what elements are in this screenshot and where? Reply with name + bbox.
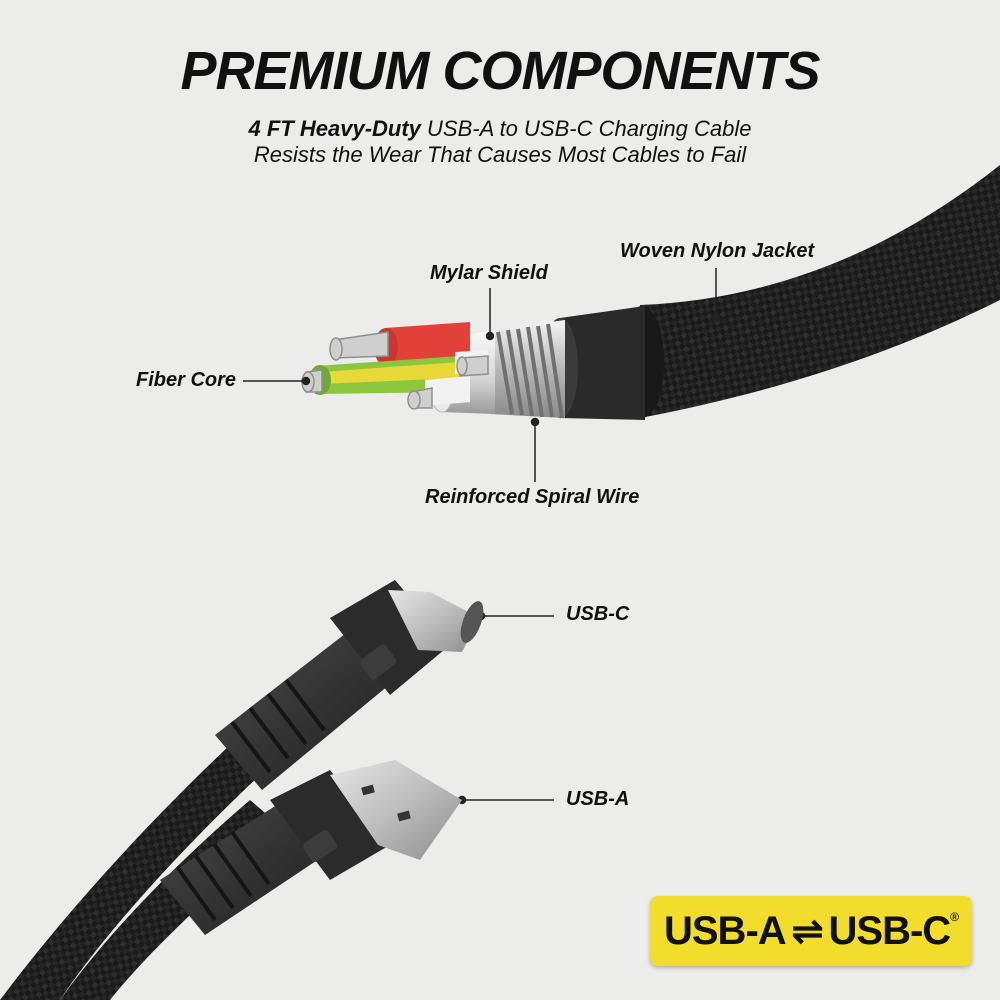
- subtitle-bold: 4 FT Heavy-Duty: [248, 116, 421, 141]
- badge-usb-c: USB-C: [828, 908, 952, 953]
- usb-c-cable: [0, 580, 484, 1000]
- brand-logo-icon: [359, 644, 397, 680]
- page-title: PREMIUM COMPONENTS: [180, 41, 820, 101]
- label-woven-nylon-jacket: Woven Nylon Jacket: [620, 240, 815, 262]
- brand-logo-icon: [302, 830, 338, 862]
- label-mylar-shield: Mylar Shield: [430, 262, 548, 284]
- bidirectional-arrow-icon: ⇌: [791, 910, 824, 953]
- badge-usb-a: USB-A: [663, 908, 787, 953]
- woven-nylon-jacket: [620, 165, 1000, 418]
- label-usb-c: USB-C: [566, 603, 630, 625]
- reinforced-spiral-wire: [490, 320, 565, 419]
- subtitle-line-2: Resists the Wear That Causes Most Cables…: [253, 142, 747, 167]
- subtitle-line-1: 4 FT Heavy-Duty USB-A to USB-C Charging …: [0, 116, 1000, 142]
- subtitle-rest: USB-A to USB-C Charging Cable: [420, 116, 752, 141]
- registered-mark: ®: [950, 910, 959, 924]
- label-fiber-core: Fiber Core: [136, 369, 237, 391]
- connector-badge: USB-A ⇌ USB-C ®: [650, 896, 972, 966]
- usb-a-cable: [60, 760, 462, 1000]
- label-usb-a: USB-A: [566, 788, 630, 810]
- label-reinforced-spiral-wire: Reinforced Spiral Wire: [425, 486, 640, 508]
